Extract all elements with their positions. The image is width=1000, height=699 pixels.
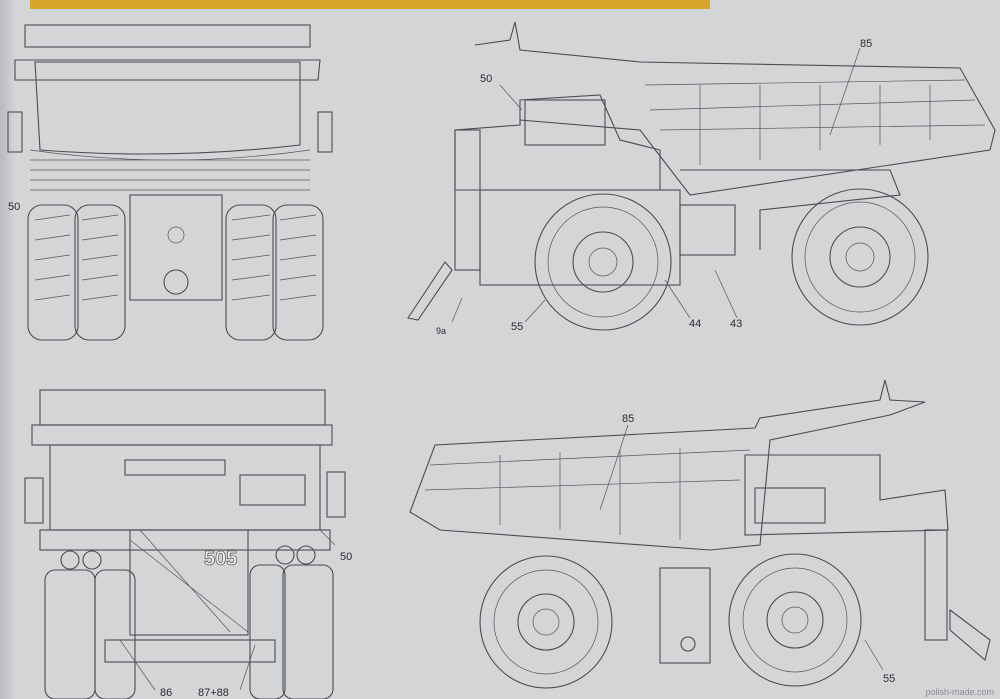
callout-label: 86 — [160, 687, 172, 699]
callout-label: 44 — [689, 318, 701, 330]
truck-number: 505 — [204, 548, 237, 570]
front-view: 50 — [7, 24, 333, 341]
callout-label: 85 — [622, 413, 634, 425]
watermark: polish-made.com — [925, 687, 994, 697]
right-side-view: 85 55 — [409, 379, 991, 689]
callout-label: 43 — [730, 318, 742, 330]
callout-label: 87+88 — [198, 687, 229, 699]
left-side-view: 50 85 9a 55 44 43 — [407, 21, 996, 336]
callout-label: 85 — [860, 38, 872, 50]
yellow-header-strip — [30, 0, 710, 9]
callout-label: 50 — [480, 73, 492, 85]
rear-view: 505 50 86 87+88 — [24, 389, 352, 699]
callout-label: 55 — [511, 321, 523, 333]
callout-label: 55 — [883, 673, 895, 685]
callout-label: 50 — [340, 551, 352, 563]
callout-label: 50 — [8, 201, 20, 213]
page-edge-shadow — [0, 0, 14, 699]
callout-label: 9a — [436, 326, 446, 336]
